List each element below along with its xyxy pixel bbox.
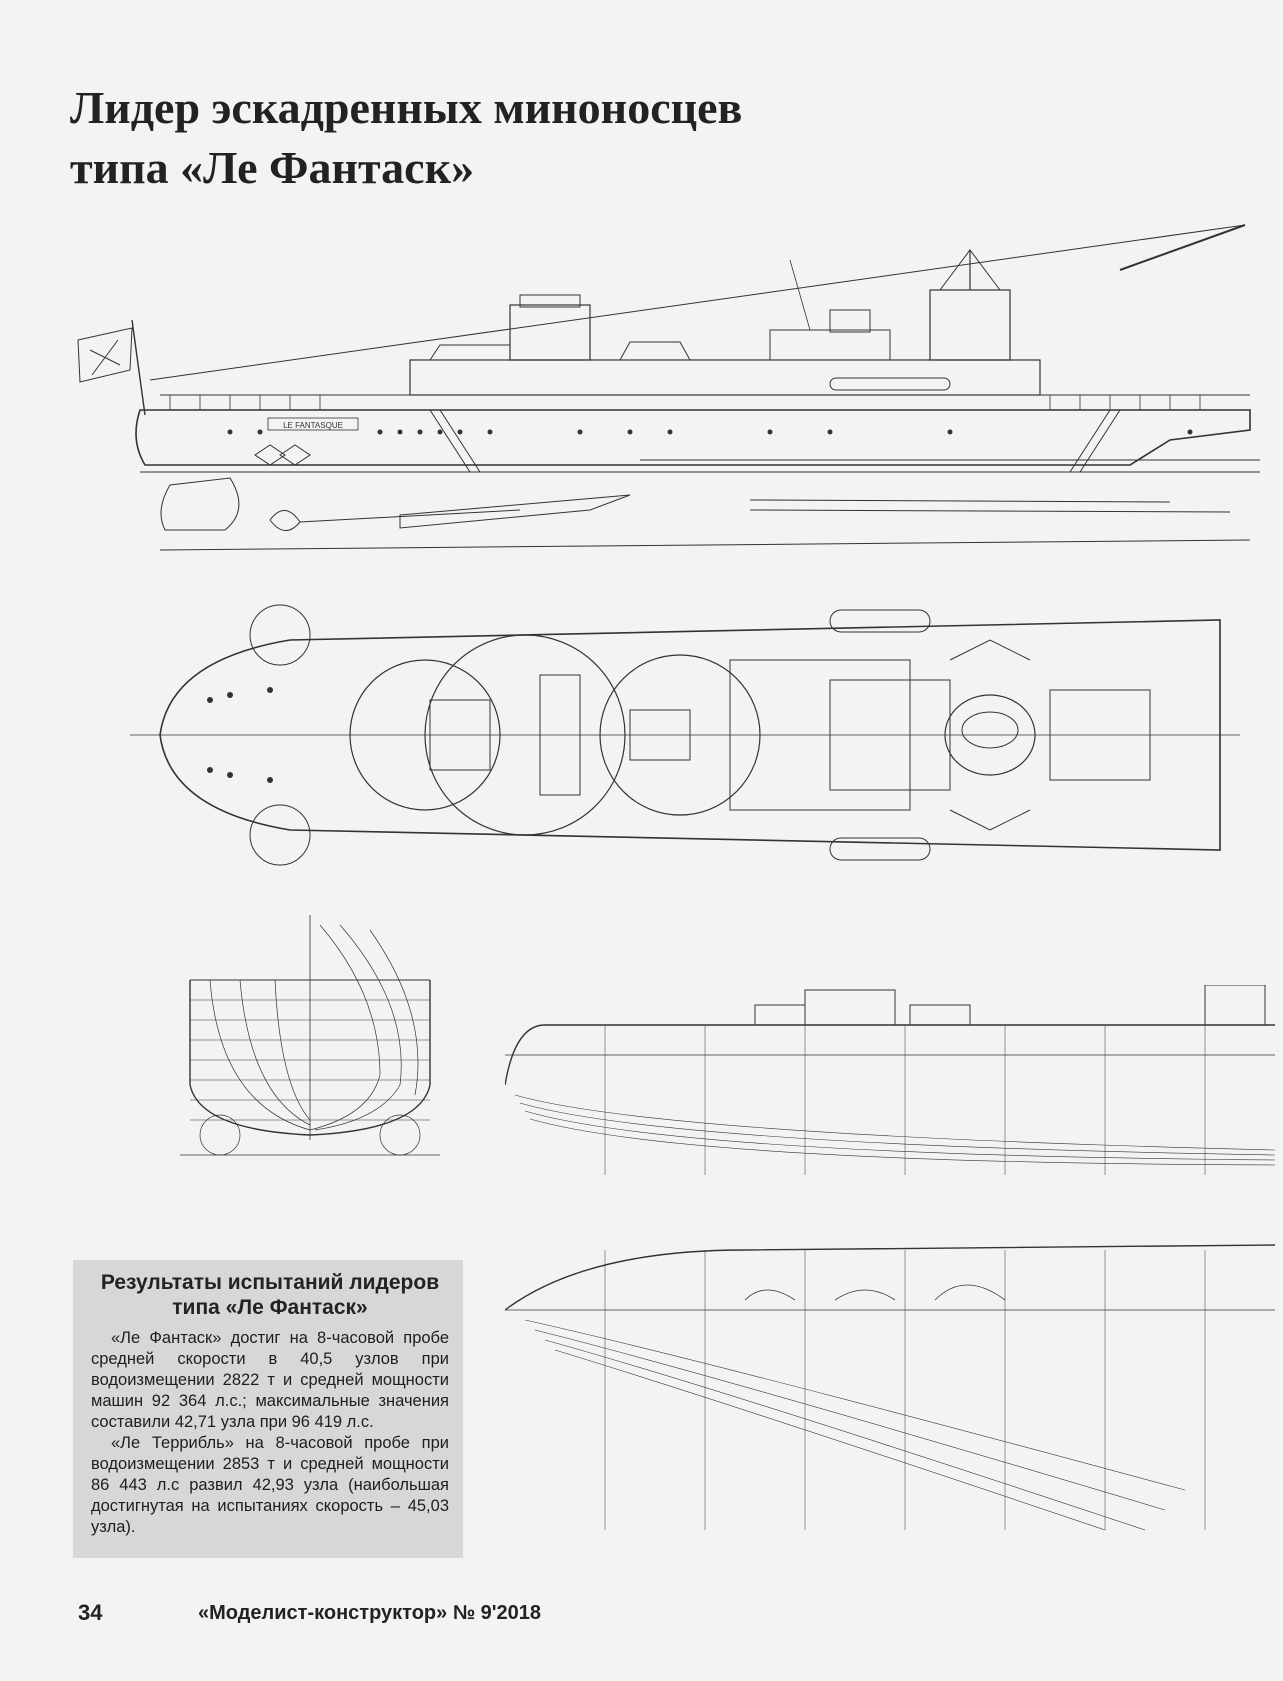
sidebar-paragraph-1: «Ле Фантаск» достиг на 8-часовой пробе с… — [91, 1329, 449, 1431]
half-breadth-drawing — [505, 1240, 1275, 1540]
lines-profile-drawing — [505, 985, 1275, 1180]
sidebar-heading-line-1: Результаты испытаний лидеров — [100, 1271, 440, 1294]
page-title: Лидер эскадренных миноносцев типа «Ле Фа… — [70, 78, 770, 198]
page-title-line-1: Лидер эскадренных миноносцев — [70, 82, 743, 133]
sidebar-heading: Результаты испытаний лидеров типа «Ле Фа… — [91, 1270, 449, 1320]
plan-view-drawing — [130, 600, 1250, 870]
page-title-line-2: типа «Ле Фантаск» — [70, 142, 475, 193]
side-profile-drawing: LE FANTASQUE — [70, 210, 1270, 590]
sea-trials-sidebar: Результаты испытаний лидеров типа «Ле Фа… — [73, 1260, 463, 1558]
body-plan-drawing — [180, 915, 470, 1165]
page-number: 34 — [78, 1600, 103, 1625]
sidebar-heading-line-2: типа «Ле Фантаск» — [172, 1296, 368, 1319]
hull-name-plate: LE FANTASQUE — [283, 421, 343, 430]
magazine-name: «Моделист-конструктор» № 9'2018 — [198, 1602, 542, 1624]
sidebar-paragraph-2: «Ле Террибль» на 8-часовой пробе при вод… — [91, 1434, 449, 1536]
